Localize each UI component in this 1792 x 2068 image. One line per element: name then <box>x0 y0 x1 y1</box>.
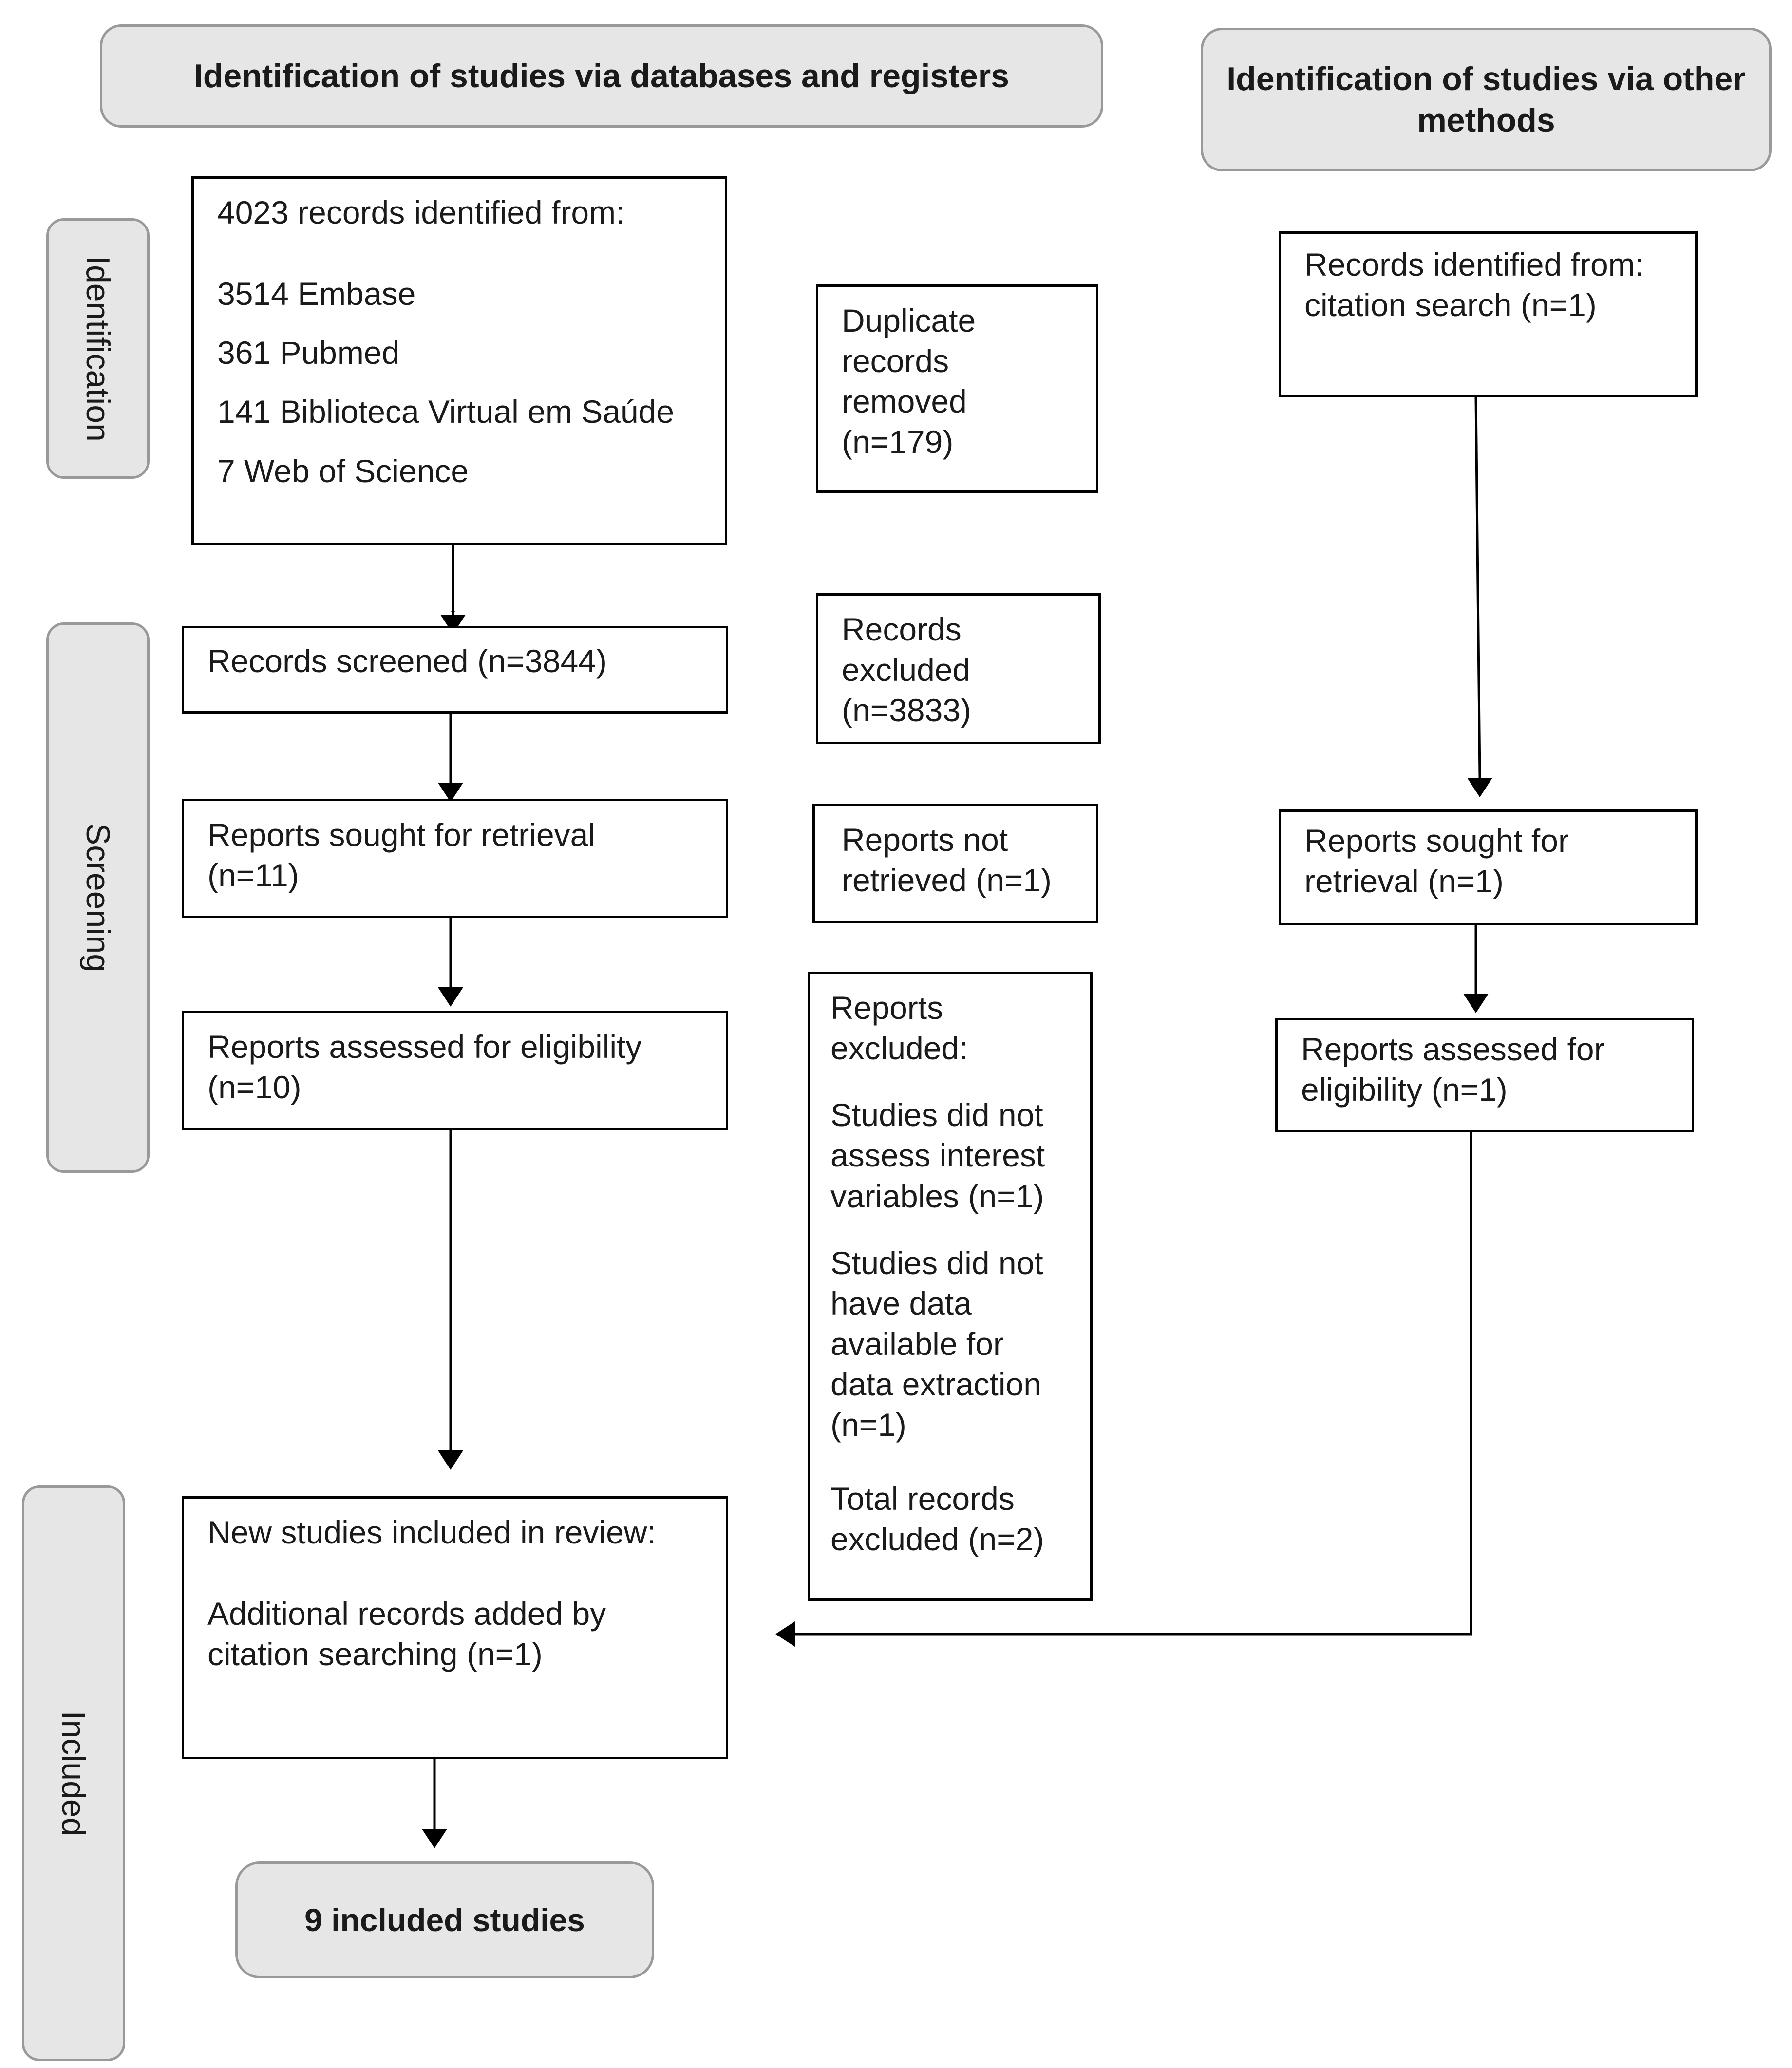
reports-excluded-total: Total records excluded (n=2) <box>830 1480 1044 1557</box>
box-new-studies: New studies included in review: Addition… <box>182 1496 728 1759</box>
box-records-excluded: Records excluded (n=3833) <box>816 593 1101 744</box>
arrowhead <box>1463 994 1489 1013</box>
arrowhead <box>438 1450 463 1470</box>
reports-excluded-reason1: Studies did not assess interest variable… <box>830 1097 1045 1214</box>
records-identified-title: 4023 records identified from: <box>217 194 625 230</box>
other-sought-text: Reports sought for retrieval (n=1) <box>1304 823 1569 900</box>
arrowhead <box>438 783 463 802</box>
source-pubmed: 361 Pubmed <box>217 335 400 371</box>
arrowhead <box>775 1621 795 1647</box>
header-other-line1: Identification of studies via other <box>1226 60 1746 97</box>
phase-identification: Identification <box>46 218 150 479</box>
phase-included: Included <box>22 1485 125 2061</box>
duplicates-removed-text: Duplicate records removed (n=179) <box>842 302 976 460</box>
header-databases-registers: Identification of studies via databases … <box>100 24 1103 128</box>
reports-sought-text: Reports sought for retrieval (n=11) <box>207 817 596 894</box>
header-other-methods: Identification of studies via other meth… <box>1201 28 1772 171</box>
new-studies-title: New studies included in review: <box>207 1514 656 1550</box>
box-final-included: 9 included studies <box>235 1861 654 1978</box>
other-identified-text: Records identified from: citation search… <box>1304 246 1644 323</box>
phase-identification-label: Identification <box>79 255 116 442</box>
arrow-other-assessed-to-new-studies <box>795 1132 1472 1636</box>
box-records-identified: 4023 records identified from: 3514 Embas… <box>191 176 727 545</box>
arrowhead <box>438 987 463 1007</box>
source-bvs: 141 Biblioteca Virtual em Saúde <box>217 394 675 430</box>
box-records-screened: Records screened (n=3844) <box>182 626 728 714</box>
new-studies-additional: Additional records added by citation sea… <box>207 1596 606 1673</box>
records-excluded-text: Records excluded (n=3833) <box>842 611 972 729</box>
box-other-assessed: Reports assessed for eligibility (n=1) <box>1275 1018 1694 1132</box>
box-reports-excluded: Reports excluded: Studies did not assess… <box>808 972 1093 1601</box>
reports-excluded-title: Reports excluded: <box>830 990 968 1067</box>
arrowhead <box>1467 778 1492 797</box>
reports-excluded-reason2: Studies did not have data available for … <box>830 1244 1043 1443</box>
phase-screening: Screening <box>46 622 150 1173</box>
header-other-line2: methods <box>1417 101 1555 139</box>
arrowhead <box>422 1829 447 1848</box>
reports-not-retrieved-text: Reports not retrieved (n=1) <box>842 822 1052 899</box>
box-reports-assessed: Reports assessed for eligibility (n=10) <box>182 1011 728 1130</box>
phase-included-label: Included <box>55 1711 92 1836</box>
box-duplicates-removed: Duplicate records removed (n=179) <box>816 284 1098 493</box>
box-reports-not-retrieved: Reports not retrieved (n=1) <box>812 804 1098 923</box>
source-web-of-science: 7 Web of Science <box>217 452 469 489</box>
arrow-other-identified-to-sought <box>1474 396 1481 778</box>
final-included-text: 9 included studies <box>304 1902 585 1938</box>
arrowhead <box>440 615 466 634</box>
phase-screening-label: Screening <box>79 823 116 973</box>
source-embase: 3514 Embase <box>217 276 416 312</box>
header-databases-text: Identification of studies via databases … <box>193 57 1010 94</box>
records-screened-text: Records screened (n=3844) <box>207 643 607 679</box>
box-other-identified: Records identified from: citation search… <box>1279 231 1698 397</box>
box-other-sought: Reports sought for retrieval (n=1) <box>1279 809 1698 925</box>
box-reports-sought: Reports sought for retrieval (n=11) <box>182 799 728 918</box>
other-assessed-text: Reports assessed for eligibility (n=1) <box>1301 1031 1605 1108</box>
reports-assessed-text: Reports assessed for eligibility (n=10) <box>207 1029 642 1106</box>
